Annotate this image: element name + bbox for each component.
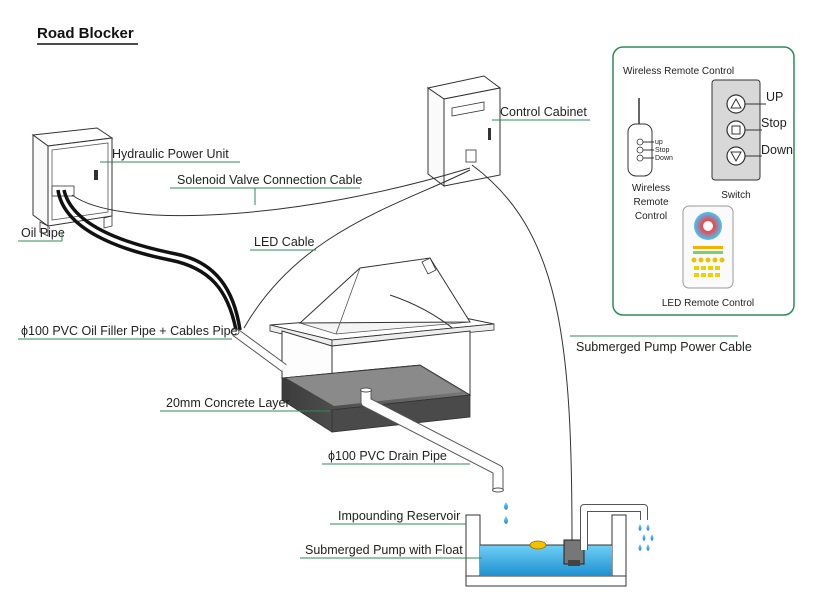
pump-float bbox=[529, 540, 547, 550]
svg-text:Submerged Pump Power Cable: Submerged Pump Power Cable bbox=[576, 340, 752, 354]
svg-text:ϕ100 PVC Drain Pipe: ϕ100 PVC Drain Pipe bbox=[328, 449, 447, 463]
reservoir-water bbox=[480, 545, 612, 576]
svg-text:Impounding Reservoir: Impounding Reservoir bbox=[338, 509, 460, 523]
remote-control-panel: Wireless Remote Control up Stop Down Wir… bbox=[612, 46, 795, 316]
switch-stop-button bbox=[726, 120, 746, 140]
label-filler-pipe: ϕ100 PVC Oil Filler Pipe + Cables Pipe bbox=[18, 324, 238, 340]
diagram-title: Road Blocker bbox=[37, 25, 134, 42]
control-cabinet bbox=[426, 75, 502, 187]
label-concrete-layer: 20mm Concrete Layer bbox=[160, 396, 330, 412]
drain-water-drops bbox=[504, 502, 508, 524]
svg-text:Solenoid Valve Connection Cabl: Solenoid Valve Connection Cable bbox=[177, 173, 362, 187]
stop-square-icon bbox=[731, 125, 741, 135]
switch-down-button bbox=[726, 146, 746, 166]
down-arrow-icon bbox=[730, 151, 742, 163]
svg-text:Remote: Remote bbox=[633, 197, 668, 208]
label-hydraulic-power-unit: Hydraulic Power Unit bbox=[100, 147, 240, 163]
label-pump-float: Submerged Pump with Float bbox=[300, 543, 482, 559]
led-remote: LED Remote Control bbox=[662, 205, 754, 309]
remote-panel-title: Wireless Remote Control bbox=[623, 66, 734, 77]
hydraulic-power-unit bbox=[31, 127, 114, 237]
pump-power-cable bbox=[471, 164, 573, 541]
label-drain-pipe: ϕ100 PVC Drain Pipe bbox=[322, 449, 470, 465]
road-blocker-unit bbox=[269, 257, 504, 493]
svg-text:Wireless: Wireless bbox=[632, 183, 670, 194]
svg-text:Control: Control bbox=[635, 211, 667, 222]
solenoid-valve-cable bbox=[71, 167, 471, 217]
label-pump-power-cable: Submerged Pump Power Cable bbox=[570, 335, 752, 354]
svg-text:Down: Down bbox=[655, 155, 673, 162]
switch-up-button bbox=[726, 94, 746, 114]
svg-text:Submerged Pump with Float: Submerged Pump with Float bbox=[305, 543, 463, 557]
svg-text:up: up bbox=[655, 139, 663, 146]
wall-switch: UP Stop Down Switch bbox=[711, 79, 793, 201]
oil-filler-pipe bbox=[230, 328, 287, 372]
svg-text:Oil Pipe: Oil Pipe bbox=[21, 226, 65, 240]
svg-text:LED Cable: LED Cable bbox=[254, 235, 314, 249]
svg-text:Control Cabinet: Control Cabinet bbox=[500, 105, 587, 119]
svg-text:LED Remote Control: LED Remote Control bbox=[662, 298, 754, 309]
outflow-water-drops bbox=[638, 524, 654, 551]
svg-text:Stop: Stop bbox=[761, 116, 787, 130]
svg-text:ϕ100 PVC Oil Filler Pipe + Cab: ϕ100 PVC Oil Filler Pipe + Cables Pipe bbox=[21, 324, 238, 338]
svg-text:Switch: Switch bbox=[721, 190, 750, 201]
svg-text:Down: Down bbox=[761, 143, 793, 157]
svg-text:20mm Concrete Layer: 20mm Concrete Layer bbox=[166, 396, 290, 410]
label-oil-pipe: Oil Pipe bbox=[18, 226, 65, 242]
label-led-cable: LED Cable bbox=[250, 235, 316, 251]
led-cable bbox=[243, 169, 471, 329]
label-reservoir: Impounding Reservoir bbox=[330, 509, 466, 525]
oil-pipe-2 bbox=[62, 189, 242, 331]
oil-pipe-1 bbox=[56, 189, 238, 331]
svg-text:Stop: Stop bbox=[655, 147, 670, 154]
svg-text:Hydraulic Power Unit: Hydraulic Power Unit bbox=[112, 147, 229, 161]
impounding-reservoir bbox=[465, 504, 648, 587]
wireless-key-fob: up Stop Down Wireless Remote Control bbox=[627, 98, 673, 222]
up-arrow-icon bbox=[730, 97, 742, 109]
label-solenoid-cable: Solenoid Valve Connection Cable bbox=[170, 173, 362, 205]
label-control-cabinet: Control Cabinet bbox=[492, 105, 590, 121]
color-wheel-icon bbox=[694, 212, 722, 240]
svg-text:UP: UP bbox=[766, 90, 783, 104]
